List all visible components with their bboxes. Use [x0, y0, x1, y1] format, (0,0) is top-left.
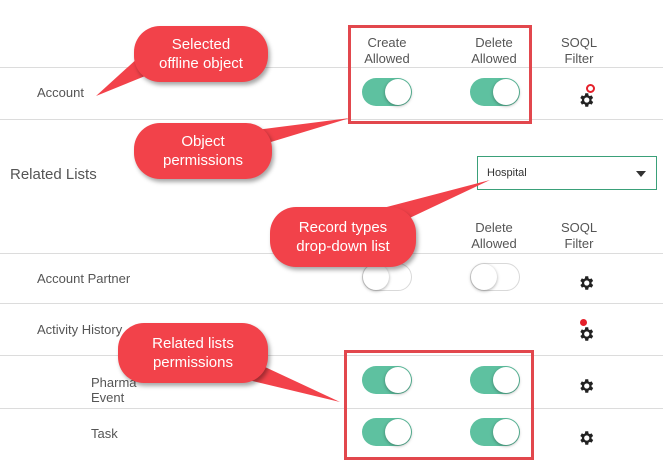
related-soql-filter-header: SOQL Filter [560, 220, 598, 251]
related-row-label: Task [91, 426, 118, 441]
delete-allowed-header: Delete Allowed [471, 35, 517, 66]
toggle-knob [493, 419, 519, 445]
task-delete-toggle[interactable] [470, 418, 520, 446]
gear-icon[interactable] [577, 325, 595, 343]
gear-icon[interactable] [577, 274, 595, 292]
related-row-label: Activity History [37, 322, 123, 337]
related-row-label: Account Partner [37, 271, 131, 286]
related-lists-title: Related Lists [10, 166, 97, 183]
task-create-toggle[interactable] [362, 418, 412, 446]
account-label: Account [37, 85, 84, 100]
toggle-knob [385, 419, 411, 445]
callout-object-permissions: Object permissions [134, 123, 272, 179]
gear-icon[interactable] [577, 429, 595, 447]
gear-icon[interactable] [577, 91, 595, 109]
related-delete-allowed-header: Delete Allowed [471, 220, 517, 251]
account-partner-create-toggle[interactable] [362, 263, 412, 291]
toggle-knob [385, 79, 411, 105]
callout-related-permissions: Related lists permissions [118, 323, 268, 383]
toggle-knob [493, 79, 519, 105]
toggle-knob [363, 264, 389, 290]
account-delete-toggle[interactable] [470, 78, 520, 106]
related-permissions-highlight [344, 350, 534, 460]
pharma-event-create-toggle[interactable] [362, 366, 412, 394]
account-create-toggle[interactable] [362, 78, 412, 106]
record-type-select[interactable]: Hospital [477, 156, 657, 190]
object-permissions-highlight [348, 25, 532, 124]
create-allowed-header: Create Allowed [364, 35, 410, 66]
toggle-knob [493, 367, 519, 393]
related-row-label: Pharma Event [91, 375, 137, 405]
pharma-event-delete-toggle[interactable] [470, 366, 520, 394]
record-type-value: Hospital [487, 167, 527, 179]
toggle-knob [385, 367, 411, 393]
account-partner-delete-toggle[interactable] [470, 263, 520, 291]
toggle-knob [471, 264, 497, 290]
soql-filter-header: SOQL Filter [560, 35, 598, 66]
filter-active-indicator [586, 84, 595, 93]
callout-record-types: Record types drop-down list [270, 207, 416, 267]
callout-selected-object: Selected offline object [134, 26, 268, 82]
chevron-down-icon [636, 171, 646, 177]
filter-active-indicator [580, 319, 587, 326]
gear-icon[interactable] [577, 377, 595, 395]
